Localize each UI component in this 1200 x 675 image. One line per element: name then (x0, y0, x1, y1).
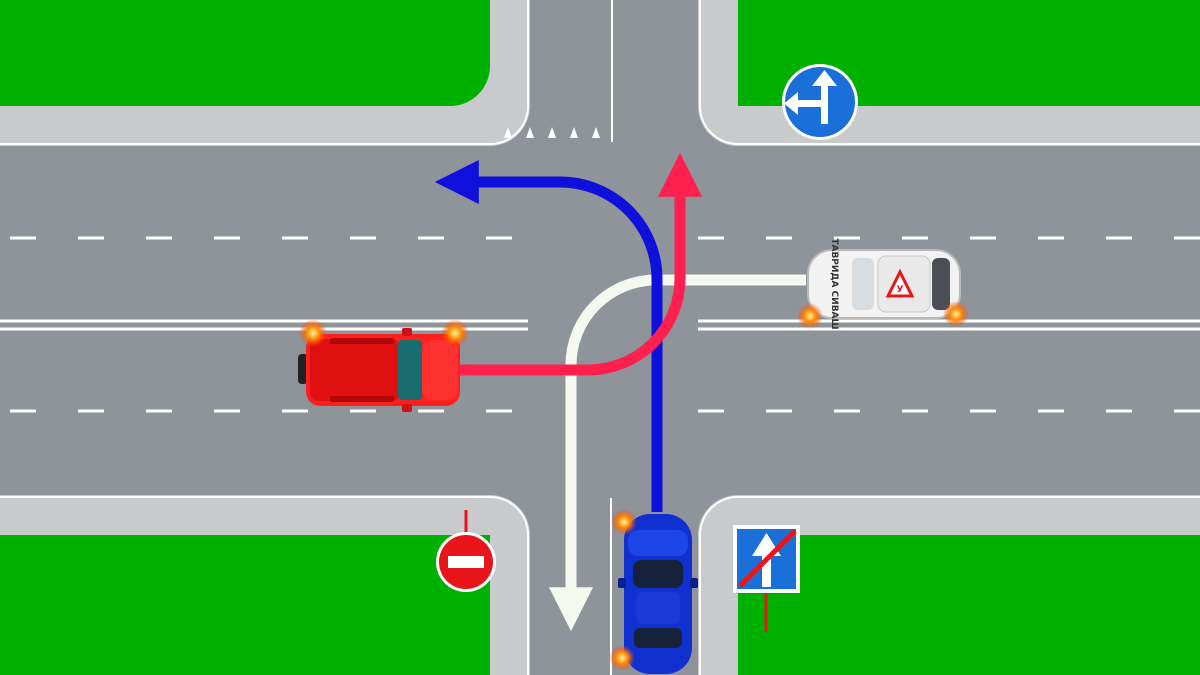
straight-or-left-arrow-icon (784, 70, 837, 124)
white-car-door-text: ТАВРИДА СИВАШ (829, 238, 839, 329)
red-suv-path (460, 152, 702, 376)
red-suv (298, 328, 460, 412)
red-suv-blinkers (299, 319, 469, 347)
vertical-road-lines (610, 0, 613, 675)
yield-teeth (504, 127, 600, 138)
white-car-blinkers (797, 301, 969, 329)
white-car-door-label: ТАВРИДА СИВАШ (829, 238, 839, 329)
white-car-path (549, 274, 806, 632)
sidewalk-corners (450, 66, 490, 106)
end-one-way-road-icon (738, 529, 797, 588)
blue-car (618, 514, 698, 674)
end-of-one-way-sign (733, 525, 800, 632)
no-entry-icon (448, 556, 484, 568)
svg-text:У: У (897, 285, 904, 295)
straight-or-left-sign (782, 64, 858, 140)
blue-car-path (434, 160, 663, 512)
curb-corners (490, 106, 738, 535)
lane-dashes (10, 236, 1200, 413)
white-car: У (807, 249, 961, 319)
no-entry-sign (436, 510, 496, 592)
blue-car-blinkers (609, 509, 637, 671)
